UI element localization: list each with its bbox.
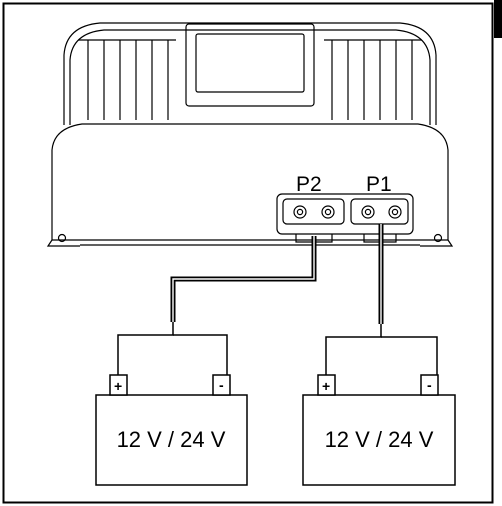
battery-2-plus: +	[322, 378, 330, 394]
battery-2-minus: -	[427, 377, 432, 393]
port-label-p1: P1	[366, 173, 392, 196]
cable-p2-core	[172, 236, 315, 322]
battery-1-voltage: 12 V / 24 V	[117, 427, 226, 452]
port-label-p2: P2	[296, 173, 322, 196]
battery-2	[302, 374, 456, 486]
wires-battery-2	[325, 324, 438, 375]
battery-2-voltage: 12 V / 24 V	[325, 427, 434, 452]
battery-1-plus: +	[114, 378, 122, 394]
battery-1-minus: -	[219, 377, 224, 393]
wires-battery-1	[117, 322, 228, 375]
charge-controller	[46, 22, 454, 247]
battery-1	[95, 374, 248, 486]
port-screws	[293, 205, 402, 219]
border-tab	[494, 0, 502, 38]
diagram-frame	[2, 2, 494, 504]
